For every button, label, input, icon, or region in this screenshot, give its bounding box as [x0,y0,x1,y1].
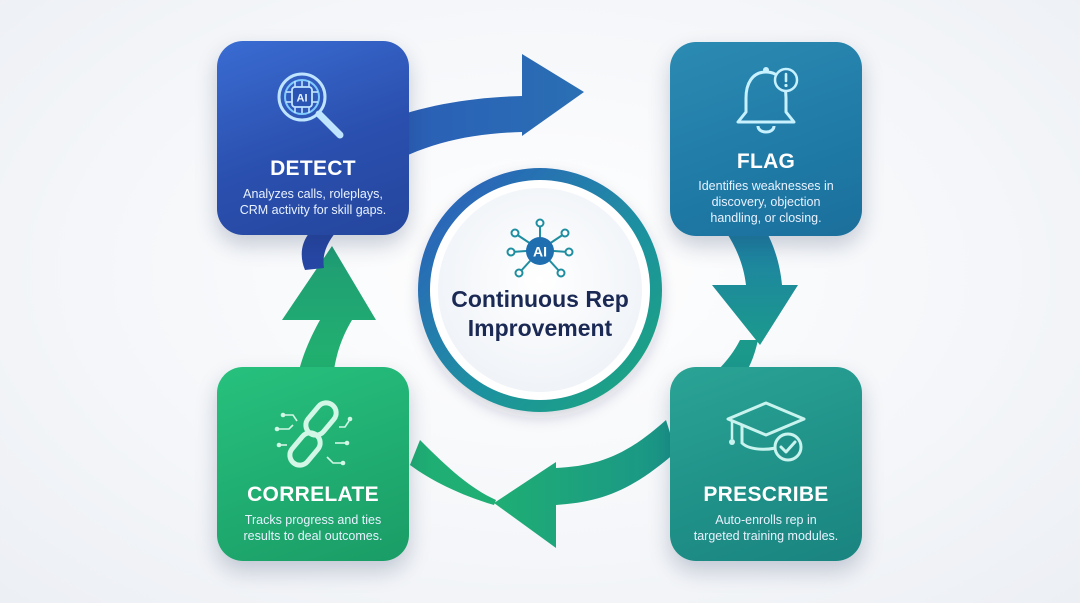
step-desc-line: Analyzes calls, roleplays, [243,187,383,201]
step-title-flag: FLAG [736,150,796,173]
step-desc-line: handling, or closing. [710,211,822,225]
graduation-cap-check-icon [716,395,816,476]
step-desc-flag: Identifies weaknesses in discovery, obje… [684,178,848,226]
step-desc-prescribe: Auto-enrolls rep in targeted training mo… [684,512,848,544]
step-desc-line: Identifies weaknesses in [698,179,834,193]
ai-hub-icon: AI [506,218,574,287]
ai-magnifier-icon: AI [268,65,358,150]
step-desc-line: discovery, objection [711,195,821,209]
alert-bell-icon [720,60,812,149]
step-desc-line: Auto-enrolls rep in [715,513,817,527]
step-card-detect: AI DETECT Analyzes calls, roleplays, CRM… [217,41,409,235]
step-card-prescribe: PRESCRIBE Auto-enrolls rep in targeted t… [670,367,862,561]
step-desc-line: results to deal outcomes. [243,529,383,543]
step-desc-line: Tracks progress and ties [244,513,382,527]
arrow-correlate-to-detect [282,232,376,388]
step-card-flag: FLAG Identifies weaknesses in discovery,… [670,42,862,236]
ai-hub-badge: AI [533,244,547,260]
center-title-line1: Continuous Rep [451,286,629,312]
step-desc-line: CRM activity for skill gaps. [239,203,387,217]
chain-link-circuit-icon [265,395,361,480]
center-title-line2: Improvement [467,315,613,341]
step-desc-line: targeted training modules. [693,529,839,543]
step-title-correlate: CORRELATE [247,483,379,506]
detect-ai-badge: AI [297,93,308,105]
center-ring [418,168,662,412]
step-title-prescribe: PRESCRIBE [703,483,829,506]
step-card-correlate: CORRELATE Tracks progress and ties resul… [217,367,409,561]
step-desc-correlate: Tracks progress and ties results to deal… [231,512,395,544]
arrow-prescribe-to-correlate [410,420,676,548]
step-title-detect: DETECT [270,157,356,180]
step-desc-detect: Analyzes calls, roleplays, CRM activity … [231,186,395,218]
center-title: Continuous Rep Improvement [430,285,650,343]
